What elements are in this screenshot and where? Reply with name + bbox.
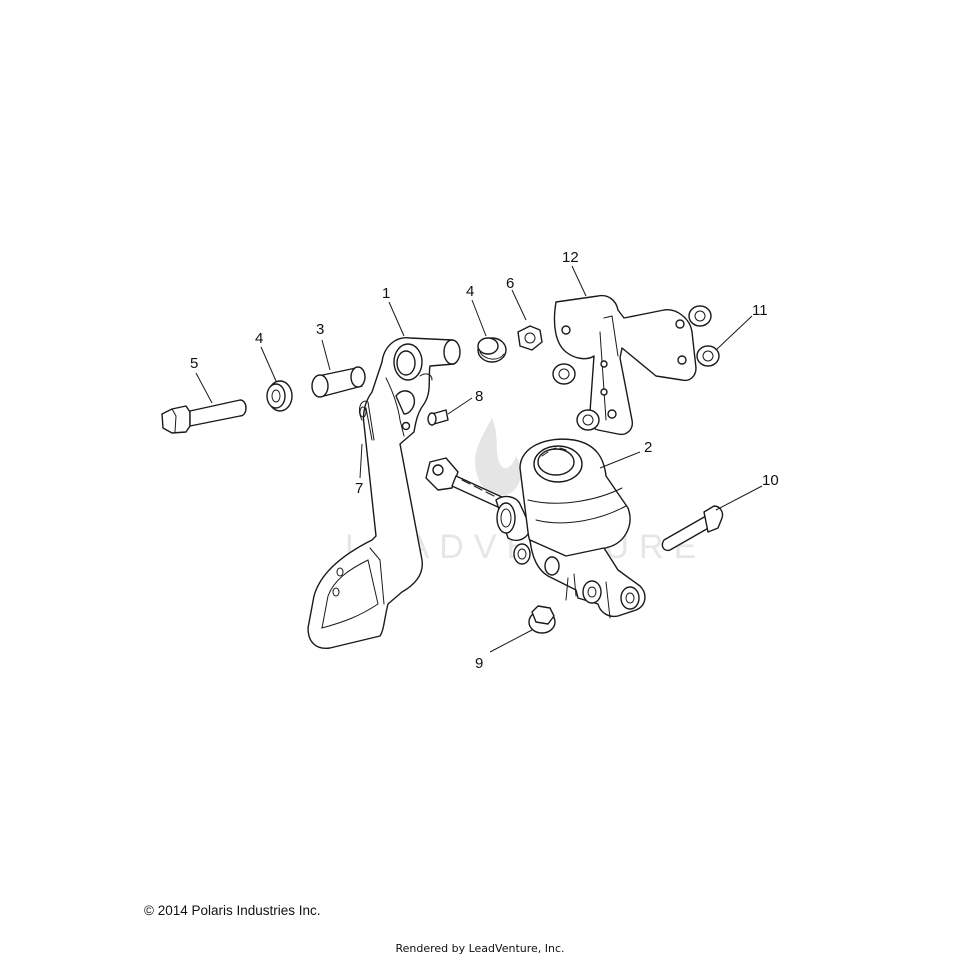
callout-5: 5	[190, 355, 198, 372]
rendered-by-credit: Rendered by LeadVenture, Inc.	[395, 942, 565, 955]
callout-7: 7	[355, 480, 363, 497]
bolt-part-10	[661, 505, 724, 552]
callout-1: 1	[382, 285, 390, 302]
callout-labels: 5 4 3 1 4 6 12 11 8 7 2 10 9	[190, 249, 779, 672]
master-cylinder-part-2	[425, 438, 646, 619]
callout-4-right: 4	[466, 283, 474, 300]
callout-3: 3	[316, 321, 324, 338]
cotter-pin-part-7	[359, 400, 375, 441]
flange-nuts-part-11	[552, 305, 720, 431]
clevis-pin-part-8	[427, 409, 449, 426]
flange-nut-4	[576, 409, 600, 431]
callout-6: 6	[506, 275, 514, 292]
nut-part-6	[517, 325, 543, 351]
flange-nut-2	[696, 345, 720, 367]
leader-lines	[195, 265, 763, 653]
pedal-arm-part-1	[307, 337, 461, 649]
bolt-part-5	[161, 399, 247, 434]
callout-2: 2	[644, 439, 652, 456]
callout-12: 12	[562, 249, 579, 266]
washer-part-4-left	[266, 380, 293, 412]
flange-nut-1	[688, 305, 712, 327]
callout-8: 8	[475, 388, 483, 405]
flange-nut-part-9	[528, 605, 556, 634]
bushing-part-4-right	[477, 337, 507, 363]
callout-9: 9	[475, 655, 483, 672]
bracket-part-12	[553, 294, 697, 436]
copyright-notice: © 2014 Polaris Industries Inc.	[144, 903, 321, 918]
flange-nut-3	[552, 363, 576, 385]
callout-11: 11	[752, 302, 768, 319]
sleeve-part-3	[311, 366, 366, 398]
callout-4-left: 4	[255, 330, 263, 347]
callout-10: 10	[762, 472, 779, 489]
